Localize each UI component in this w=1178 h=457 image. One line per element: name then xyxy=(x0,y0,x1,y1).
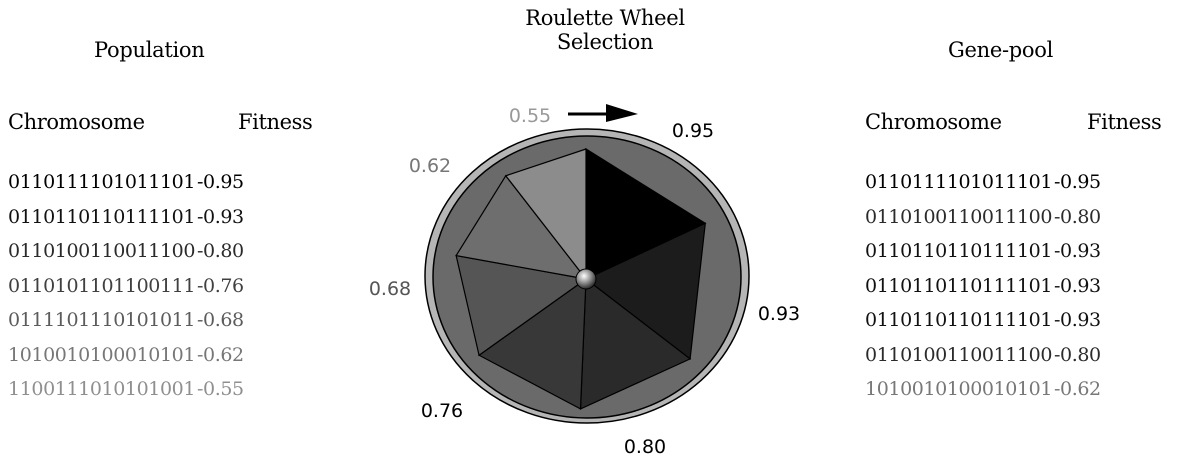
fitness-value: -0.93 xyxy=(197,200,244,234)
population-row: 1100111010101001-0.55 xyxy=(8,372,328,406)
genepool-row: 0110110110111101-0.93 xyxy=(865,234,1178,268)
genepool-row: 0110111101011101-0.95 xyxy=(865,165,1178,199)
wheel-label: 0.80 xyxy=(624,436,666,457)
fitness-value: -0.80 xyxy=(1054,338,1101,372)
genepool-row: 0110110110111101-0.93 xyxy=(865,303,1178,337)
fitness-value: -0.80 xyxy=(197,234,244,268)
wheel-label: 0.55 xyxy=(509,105,551,127)
fitness-value: -0.93 xyxy=(1054,269,1101,303)
wheel-label: 0.95 xyxy=(672,120,714,142)
chromosome-value: 0111101110101011 xyxy=(8,303,195,337)
roulette-title-line2: Selection xyxy=(480,30,730,54)
genepool-title: Gene-pool xyxy=(948,38,1053,62)
roulette-title-line1: Roulette Wheel xyxy=(480,6,730,30)
fitness-value: -0.76 xyxy=(197,269,244,303)
fitness-value: -0.55 xyxy=(197,372,244,406)
chromosome-value: 0110101101100111 xyxy=(8,269,195,303)
fitness-value: -0.93 xyxy=(1054,303,1101,337)
fitness-value: -0.93 xyxy=(1054,234,1101,268)
chromosome-value: 0110110110111101 xyxy=(8,200,195,234)
chromosome-value: 0110100110011100 xyxy=(865,200,1052,234)
wheel-label: 0.62 xyxy=(409,155,451,177)
population-row: 0111101110101011-0.68 xyxy=(8,303,328,337)
chromosome-value: 0110110110111101 xyxy=(865,234,1052,268)
chromosome-value: 0110100110011100 xyxy=(8,234,195,268)
chromosome-value: 0110111101011101 xyxy=(8,165,195,199)
population-row: 1010010100010101-0.62 xyxy=(8,338,328,372)
fitness-value: -0.68 xyxy=(197,303,244,337)
genepool-fitness-header: Fitness xyxy=(1087,110,1161,134)
population-chromosome-header: Chromosome xyxy=(8,110,145,134)
wheel-label: 0.68 xyxy=(369,278,411,300)
chromosome-value: 1100111010101001 xyxy=(8,372,195,406)
chromosome-value: 0110100110011100 xyxy=(865,338,1052,372)
genepool-row: 0110100110011100-0.80 xyxy=(865,338,1178,372)
chromosome-value: 0110110110111101 xyxy=(865,303,1052,337)
population-row: 0110100110011100-0.80 xyxy=(8,234,328,268)
genepool-row: 0110110110111101-0.93 xyxy=(865,269,1178,303)
wheel-hub xyxy=(576,269,596,289)
fitness-value: -0.95 xyxy=(197,165,244,199)
population-row: 0110111101011101-0.95 xyxy=(8,165,328,199)
roulette-title: Roulette Wheel Selection xyxy=(480,6,730,54)
fitness-value: -0.95 xyxy=(1054,165,1101,199)
fitness-value: -0.80 xyxy=(1054,200,1101,234)
chromosome-value: 1010010100010101 xyxy=(8,338,195,372)
genepool-row: 1010010100010101-0.62 xyxy=(865,372,1178,406)
population-title: Population xyxy=(94,38,204,62)
fitness-value: -0.62 xyxy=(197,338,244,372)
chromosome-value: 1010010100010101 xyxy=(865,372,1052,406)
wheel-label: 0.76 xyxy=(421,400,463,422)
wheel-label: 0.93 xyxy=(758,303,800,325)
chromosome-value: 0110110110111101 xyxy=(865,269,1052,303)
fitness-value: -0.62 xyxy=(1054,372,1101,406)
genepool-chromosome-header: Chromosome xyxy=(865,110,1002,134)
chromosome-value: 0110111101011101 xyxy=(865,165,1052,199)
population-row: 0110110110111101-0.93 xyxy=(8,200,328,234)
population-row: 0110101101100111-0.76 xyxy=(8,269,328,303)
pointer-arrow-icon xyxy=(568,104,638,122)
genepool-row: 0110100110011100-0.80 xyxy=(865,200,1178,234)
roulette-wheel: 0.95 0.93 0.80 0.76 0.68 0.62 0.55 xyxy=(360,95,820,457)
population-fitness-header: Fitness xyxy=(238,110,312,134)
